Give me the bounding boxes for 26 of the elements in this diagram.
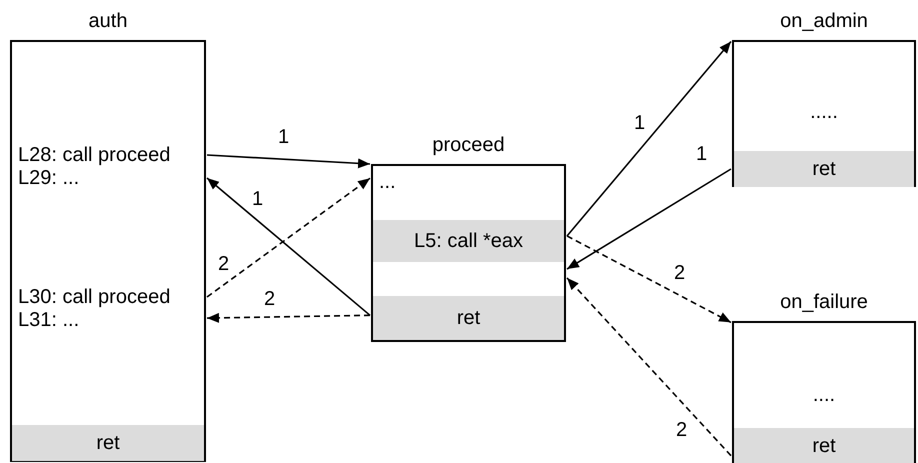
instruction-band: ret	[12, 425, 204, 461]
function-name: proceed	[431, 134, 506, 157]
instruction-band: ret	[373, 296, 564, 340]
edge-label: 2	[672, 264, 688, 282]
arrow	[206, 312, 370, 323]
code-line: .....	[732, 100, 916, 124]
code-line: L28: call proceed	[10, 143, 206, 167]
code-line: L29: ...	[10, 166, 206, 190]
code-line: ....	[732, 383, 916, 407]
arrow	[566, 235, 732, 324]
instruction-band: ret	[734, 151, 914, 187]
arrow	[566, 40, 732, 236]
function-name: auth	[88, 10, 128, 33]
arrow	[206, 154, 370, 168]
code-line: ...	[371, 170, 566, 194]
function-name: on_admin	[779, 10, 869, 33]
edge-label: 2	[262, 290, 278, 308]
instruction-band: ret	[734, 428, 914, 463]
arrow	[566, 277, 732, 456]
code-line: L30: call proceed	[10, 285, 206, 309]
code-line: L31: ...	[10, 308, 206, 332]
arrow	[566, 168, 732, 270]
edge-label: 2	[216, 255, 232, 273]
function-name: on_failure	[779, 291, 869, 314]
edge-label: 2	[674, 421, 690, 439]
instruction-band: L5: call *eax	[373, 220, 564, 262]
